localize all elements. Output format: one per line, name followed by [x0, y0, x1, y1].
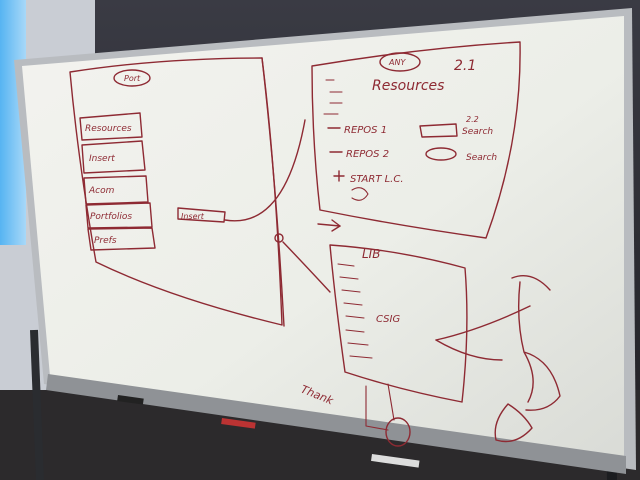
left-box-5: [87, 227, 156, 251]
left-box-1: [79, 112, 143, 141]
left-box-2-text: Insert: [89, 154, 115, 164]
row-3-scribble: [351, 187, 369, 201]
board-surface: [22, 16, 624, 462]
left-box-4-text: Portfolios: [90, 212, 132, 222]
lower-branch-line: [435, 305, 531, 341]
left-header-oval: [113, 69, 151, 87]
right-badge-text: ANY: [388, 58, 406, 67]
bottom-connector-lines: [365, 383, 395, 431]
doodle-upper: [511, 275, 561, 411]
lower-label-text: CSIG: [376, 314, 400, 325]
lower-branch-line-2: [435, 339, 503, 361]
lower-panel-outline: [329, 244, 468, 403]
marker-tray: [46, 374, 626, 474]
arrow-head: [331, 219, 341, 232]
left-panel-outline: [69, 57, 283, 326]
left-panel: Port Resources Insert Acom Portfolios Pr…: [69, 57, 283, 326]
right-version-text: 2.1: [454, 58, 476, 74]
eraser: [371, 454, 420, 468]
divider-curve: [261, 57, 285, 327]
left-box-4: [85, 202, 153, 229]
row-2-input-oval: [425, 147, 457, 161]
row-2-action: Search: [466, 153, 497, 163]
right-scribble-lines: [323, 79, 343, 115]
arrow-shaft: [317, 223, 341, 227]
left-header-text: Port: [124, 74, 141, 83]
row-1-label: REPOS 1: [344, 125, 387, 136]
left-box-3-text: Acom: [88, 186, 115, 196]
lower-heading-text: LIB: [362, 247, 380, 261]
row-1-action: Search: [462, 127, 493, 137]
right-doodle: [494, 275, 561, 443]
right-badge-oval: [379, 52, 421, 72]
left-box-5-text: Prefs: [94, 236, 117, 246]
row-1-input-box: [419, 123, 458, 138]
row-3-label: START L.C.: [350, 174, 404, 185]
left-box-3: [83, 175, 149, 205]
row-3-plus: [333, 170, 345, 182]
easel-leg-left: [30, 329, 44, 480]
left-tag-text: Insert: [181, 212, 205, 221]
right-panel-outline: [311, 41, 521, 239]
marker-red: [221, 417, 256, 429]
left-tag-box: [177, 207, 226, 223]
doodle-lower: [494, 403, 533, 443]
marker-black: [117, 395, 144, 405]
line-to-lib: [282, 241, 331, 293]
lower-list-lines: [337, 263, 373, 359]
right-heading-text: Resources: [372, 78, 444, 94]
left-box-1-text: Resources: [85, 124, 132, 134]
lower-panel: LIB CSIG: [329, 244, 531, 403]
corner-note: 2.2: [466, 115, 479, 124]
row-2-label: REPOS 2: [346, 149, 389, 160]
bottom-circle: [385, 417, 411, 447]
left-box-2: [81, 140, 146, 174]
right-panel: ANY 2.1 Resources REPOS 1 Search 2.2 REP…: [311, 41, 521, 239]
